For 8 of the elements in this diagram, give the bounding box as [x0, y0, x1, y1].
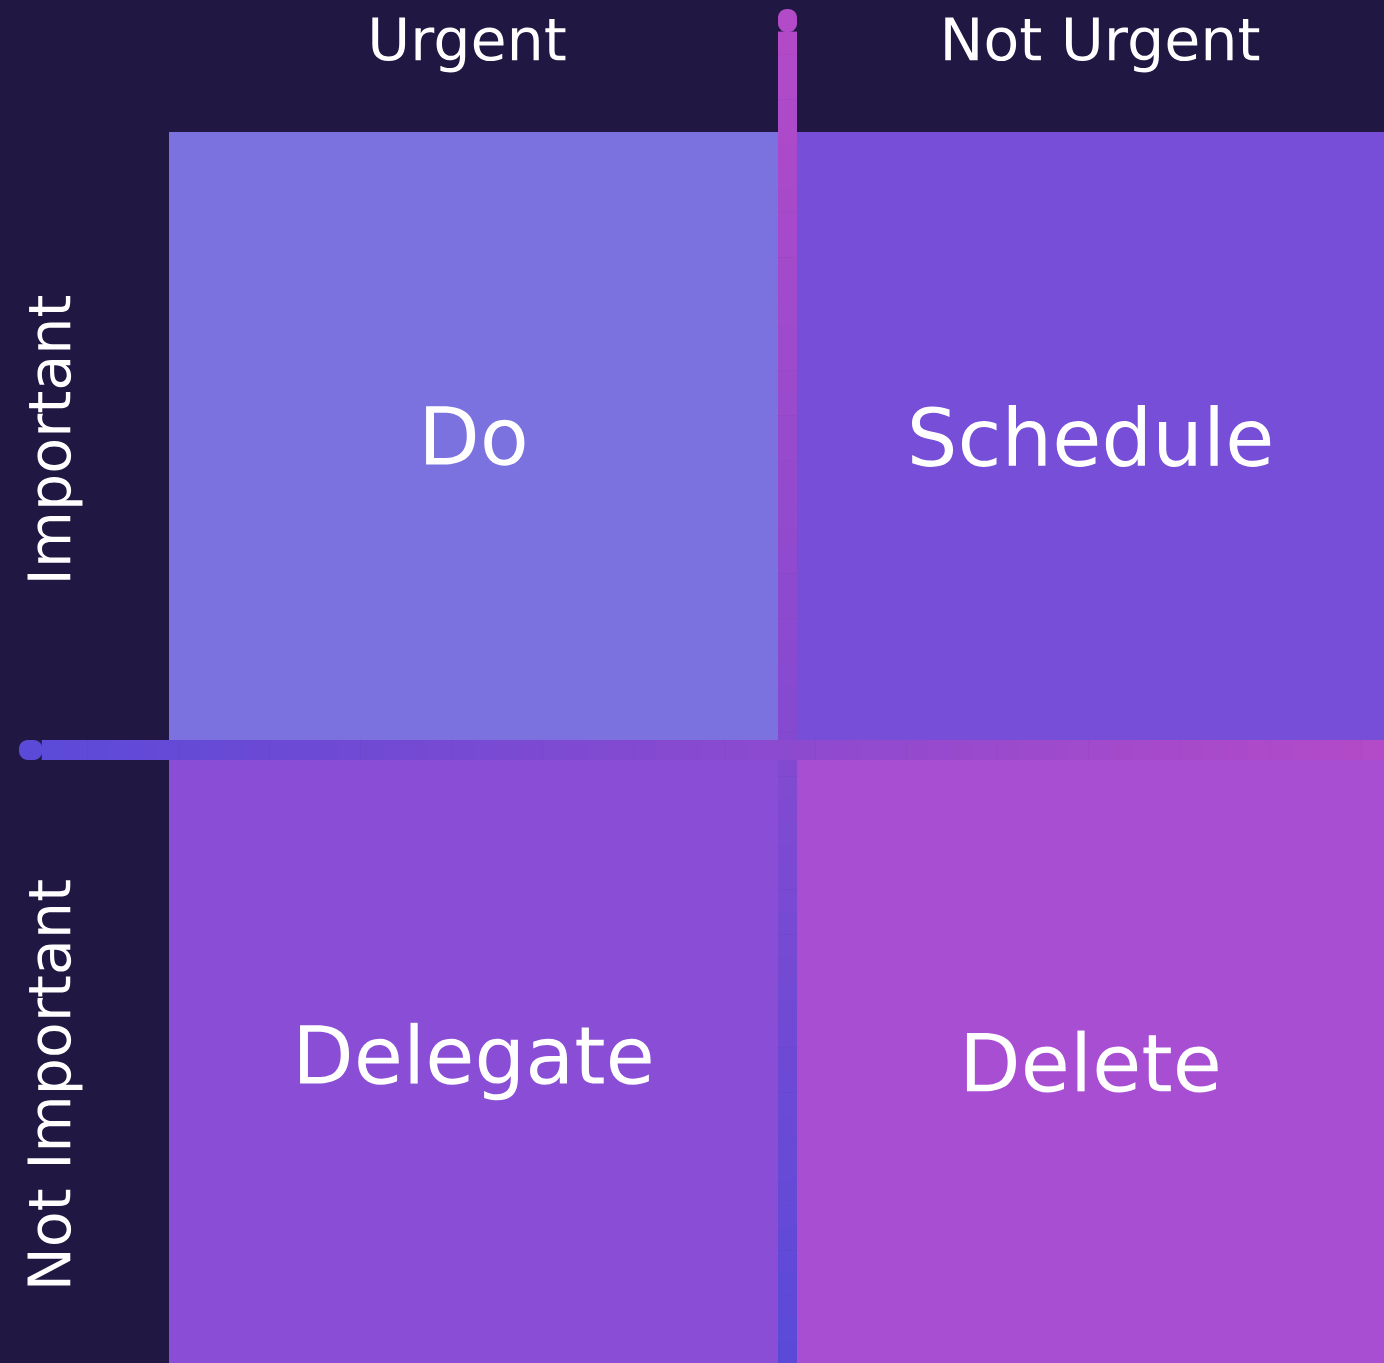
axis-label: Urgent [372, 17, 566, 73]
axis-label: Not Important [27, 880, 83, 1286]
axis-label: Important [27, 295, 83, 580]
quadrant-box: Do [169, 132, 778, 740]
quadrant-box: Delete [797, 760, 1384, 1363]
quadrant-box: Delegate [169, 760, 778, 1363]
axis-label: Not Urgent [945, 17, 1260, 73]
quadrant-box: Schedule [797, 132, 1384, 740]
